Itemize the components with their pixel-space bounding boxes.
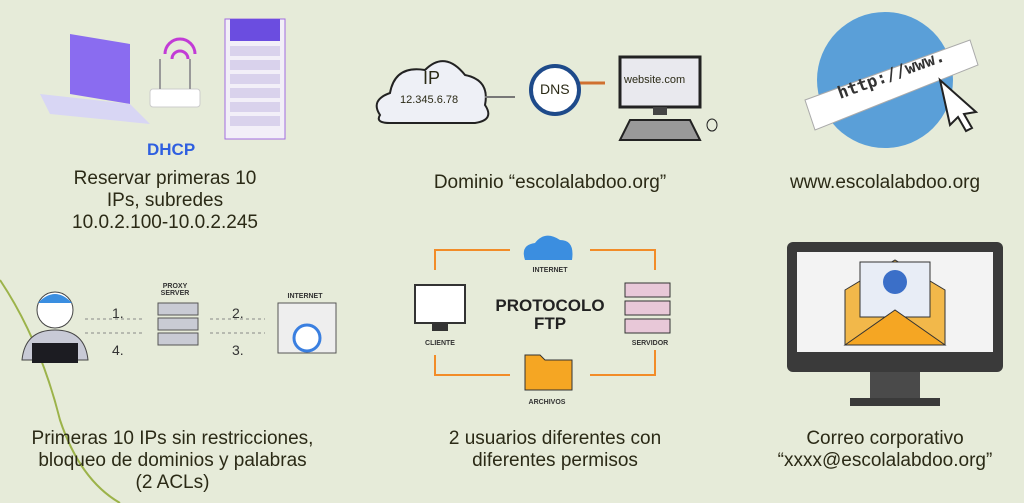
decorative-curve	[0, 279, 121, 503]
caption-line: Correo corporativo	[806, 428, 964, 449]
folder-icon	[524, 354, 573, 391]
caption-line: 2 usuarios diferentes con	[448, 428, 662, 449]
dhcp-label: DHCP	[147, 140, 196, 159]
label-line: SERVER	[160, 290, 190, 297]
dhcp-illustration	[40, 18, 286, 140]
cloud-icon	[523, 235, 573, 260]
dns-caption: Dominio “escolalabdoo.org”	[433, 172, 667, 193]
caption-line: (2 ACLs)	[135, 472, 210, 493]
user-icon	[21, 291, 89, 363]
ip-value: 12.345.6.78	[400, 94, 459, 106]
mail-monitor-illustration	[787, 242, 1003, 406]
ftp-illustration	[414, 235, 671, 391]
dns-label: DNS	[540, 81, 570, 97]
label-line: PROXY	[162, 283, 188, 290]
caption-line: IPs, subredes	[106, 190, 224, 211]
laptop-icon	[40, 34, 150, 124]
caption-line: diferentes permisos	[472, 450, 638, 471]
web-caption: www.escolalabdoo.org	[789, 172, 981, 193]
internet-browser-icon	[277, 302, 337, 354]
ftp-caption: 2 usuarios diferentes con diferentes per…	[390, 428, 720, 472]
step-2: 2.	[232, 305, 244, 321]
caption-line: Primeras 10 IPs sin restricciones,	[31, 428, 314, 449]
ftp-files-label: ARCHIVOS	[528, 399, 566, 406]
dhcp-caption: Reservar primeras 10 IPs, subredes 10.0.…	[20, 168, 310, 234]
proxy-illustration	[21, 291, 337, 363]
computer-icon	[618, 55, 718, 141]
server-rack-icon	[224, 18, 286, 140]
envelope-icon	[843, 259, 947, 346]
ip-label: IP	[423, 68, 441, 88]
hand-cursor-icon	[938, 77, 979, 133]
ftp-client-label: CLIENTE	[425, 340, 455, 347]
internet-label: INTERNET	[287, 293, 323, 300]
step-4: 4.	[112, 342, 124, 358]
wifi-router-icon	[149, 37, 201, 108]
ftp-server-label: SERVIDOR	[631, 340, 669, 347]
website-label: website.com	[624, 74, 686, 86]
step-1: 1.	[112, 305, 124, 321]
dns-illustration	[375, 55, 718, 141]
cycle-arrows	[434, 249, 656, 376]
proxy-server-icon	[157, 302, 199, 346]
web-globe-illustration	[804, 12, 979, 148]
mail-caption: Correo corporativo “xxxx@escolalabdoo.or…	[745, 428, 1024, 472]
title-line: FTP	[533, 314, 567, 333]
cloud-icon	[375, 60, 490, 124]
step-3: 3.	[232, 342, 244, 358]
caption-line: “xxxx@escolalabdoo.org”	[777, 450, 993, 471]
caption-line: bloqueo de dominios y palabras	[38, 450, 307, 471]
proxy-caption: Primeras 10 IPs sin restricciones, bloqu…	[0, 428, 345, 494]
server-icon	[624, 282, 671, 334]
ftp-internet-label: INTERNET	[532, 267, 568, 274]
caption-line: 10.0.2.100-10.0.2.245	[72, 212, 258, 233]
client-monitor-icon	[414, 284, 466, 331]
dns-circle-icon	[529, 64, 581, 116]
url-ribbon	[804, 39, 979, 131]
caption-line: Reservar primeras 10	[73, 168, 257, 189]
title-line: PROTOCOLO	[495, 296, 605, 315]
